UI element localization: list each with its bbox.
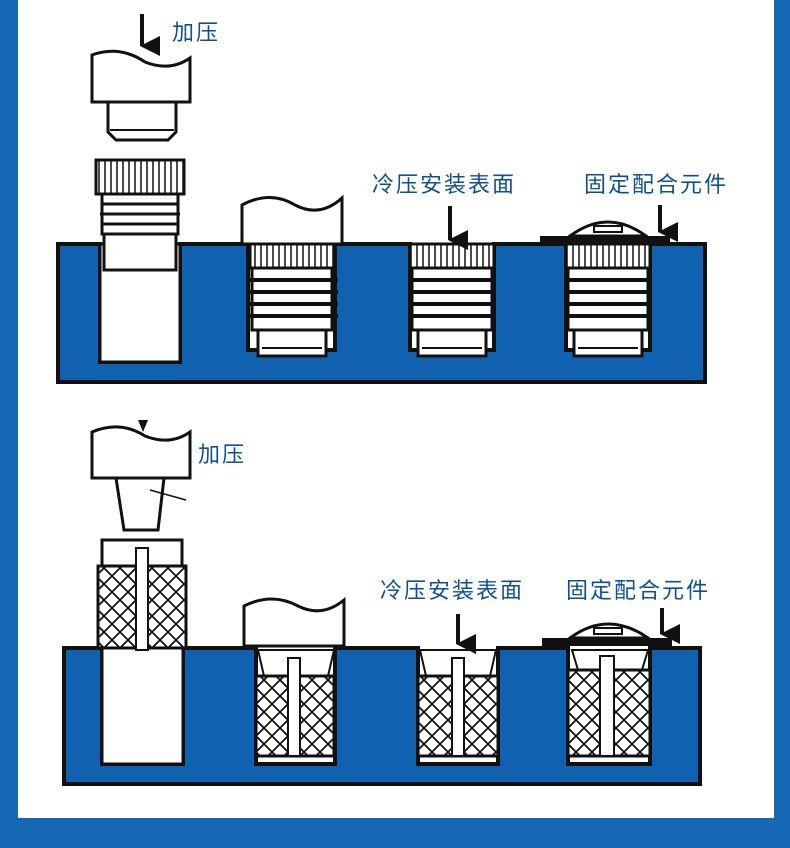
top-press-label: 加压 [172, 21, 220, 46]
top-insert-4 [540, 220, 670, 358]
bottom-fixed-part-label: 固定配合元件 [566, 579, 710, 604]
top-insert-2 [240, 194, 344, 358]
bottom-press-label: 加压 [198, 443, 246, 468]
top-insert-3 [408, 242, 496, 358]
top-insert-1 [94, 158, 186, 272]
bottom-insert-4 [542, 622, 672, 758]
top-cold-press-label: 冷压安装表面 [372, 173, 516, 198]
bottom-panel: 加压 冷压安装表面 [62, 420, 710, 786]
top-panel: 加压 冷压安装表面 [56, 14, 728, 384]
bottom-press-marker [138, 420, 148, 432]
bottom-press-tool [90, 425, 192, 532]
bottom-insert-1 [96, 538, 188, 651]
bottom-hole-1 [100, 646, 185, 766]
bottom-insert-2 [242, 596, 346, 758]
top-press-tool-1 [90, 49, 192, 142]
top-fixed-part-label: 固定配合元件 [584, 173, 728, 198]
bottom-insert-3 [416, 649, 500, 758]
bottom-cold-press-label: 冷压安装表面 [380, 579, 524, 604]
